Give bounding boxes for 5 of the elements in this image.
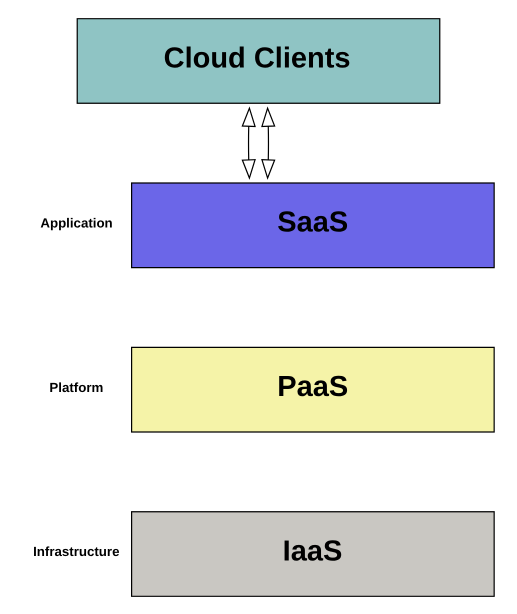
arrow (242, 106, 256, 180)
node-label: Platform (49, 379, 104, 394)
node-label: Application (40, 214, 113, 230)
node-label: Infrastructure (33, 544, 120, 559)
arrow (261, 106, 276, 180)
